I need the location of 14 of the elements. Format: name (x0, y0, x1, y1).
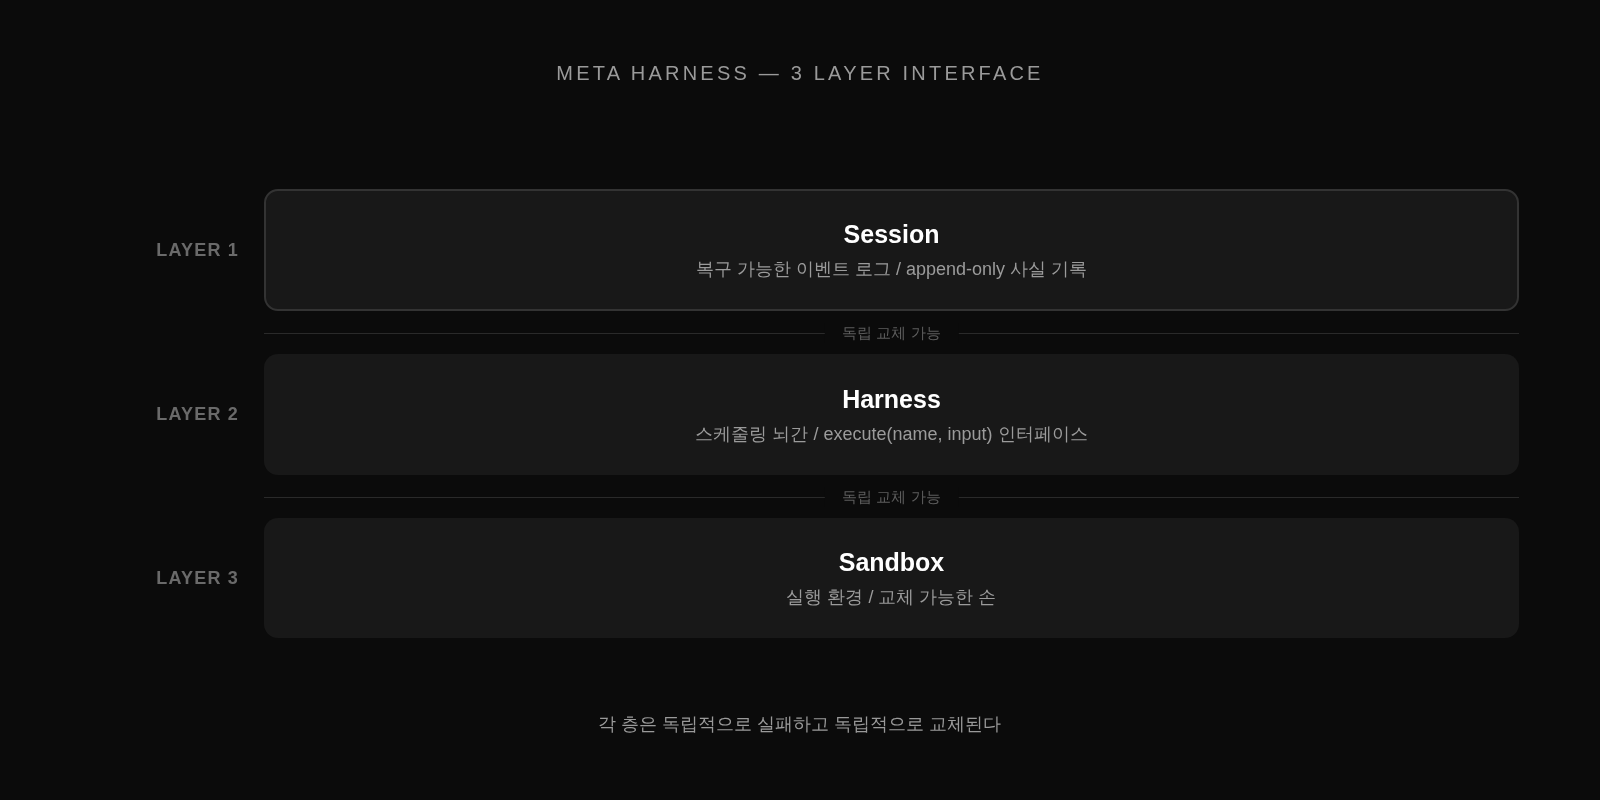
layer-title: Harness (842, 383, 941, 414)
layer-title: Session (843, 219, 940, 249)
layer-label: LAYER 1 (156, 239, 239, 261)
layer-description: 복구 가능한 이벤트 로그 / append-only 사실 기록 (695, 258, 1088, 281)
layer-box (264, 189, 1519, 311)
divider-label: 독립 교체 가능 (824, 323, 959, 343)
layer-description: 실행 환경 / 교체 가능한 손 (786, 586, 997, 609)
layer-label: LAYER 3 (156, 567, 239, 589)
divider-label: 독립 교체 가능 (824, 487, 959, 507)
layer-description: 스케줄링 뇌간 / execute(name, input) 인터페이스 (695, 422, 1088, 446)
diagram-caption: 각 층은 독립적으로 실패하고 독립적으로 교체된다 (598, 713, 1002, 736)
layer-title: Sandbox (838, 547, 945, 577)
diagram-title: META HARNESS — 3 LAYER INTERFACE (556, 62, 1044, 85)
layer-label: LAYER 2 (156, 404, 239, 425)
